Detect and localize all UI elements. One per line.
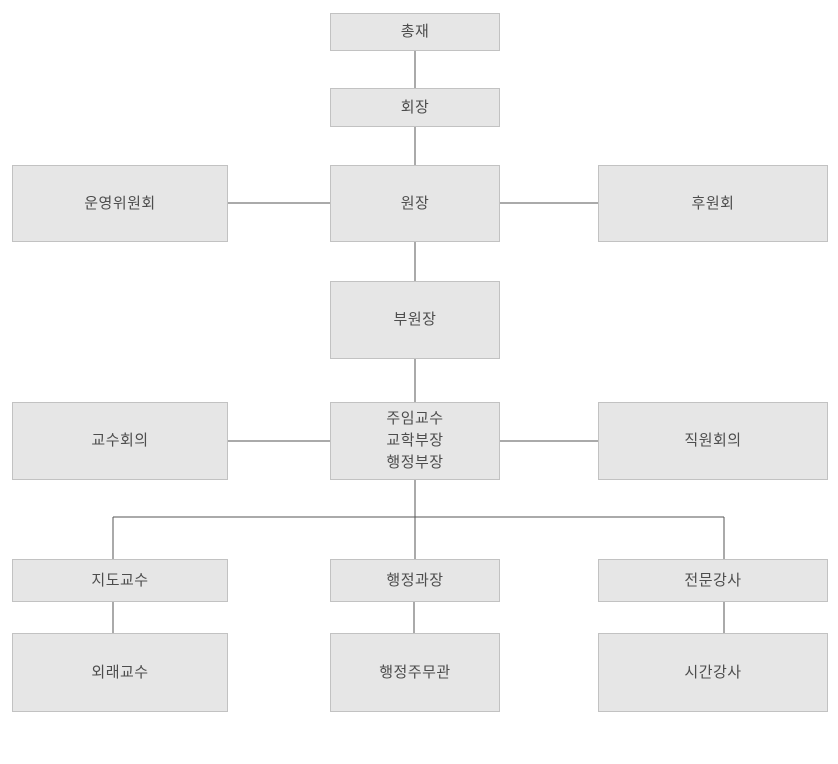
org-node-admin-officer: 행정주무관 <box>330 633 500 712</box>
org-node-visiting-professor: 외래교수 <box>12 633 228 712</box>
org-node-head-professors: 주임교수 교학부장 행정부장 <box>330 402 500 480</box>
org-node-director: 원장 <box>330 165 500 242</box>
org-node-steering-committee: 운영위원회 <box>12 165 228 242</box>
org-node-chairman: 회장 <box>330 88 500 127</box>
org-node-head-professors-line1: 주임교수 <box>386 410 444 428</box>
org-node-president: 총재 <box>330 13 500 51</box>
org-node-head-professors-line3: 행정부장 <box>386 453 444 471</box>
org-node-advising-professor: 지도교수 <box>12 559 228 602</box>
org-node-vice-director: 부원장 <box>330 281 500 359</box>
org-node-part-time-lecturer: 시간강사 <box>598 633 828 712</box>
org-node-head-professors-line2: 교학부장 <box>386 432 444 450</box>
org-node-admin-section-chief: 행정과장 <box>330 559 500 602</box>
org-node-professional-lecturer: 전문강사 <box>598 559 828 602</box>
org-node-staff-council: 직원회의 <box>598 402 828 480</box>
org-node-supporters-association: 후원회 <box>598 165 828 242</box>
org-node-faculty-council: 교수회의 <box>12 402 228 480</box>
